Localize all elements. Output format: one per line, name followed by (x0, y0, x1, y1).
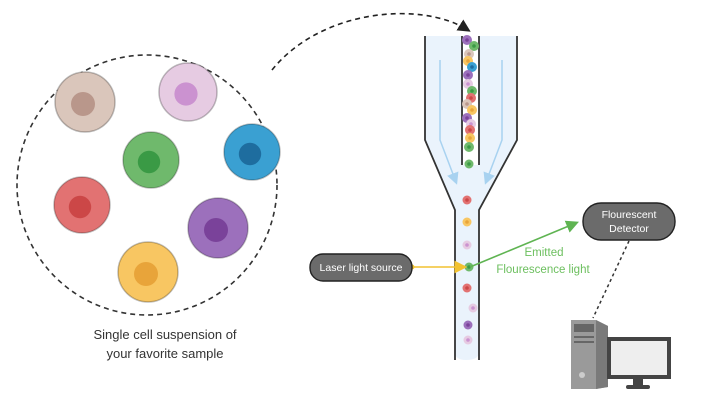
sample-caption-line1: Single cell suspension of (93, 327, 236, 342)
emission-arrow (469, 220, 579, 268)
cell-stream (462, 35, 479, 345)
detector-cable (592, 240, 630, 319)
cell-red (53, 176, 111, 234)
sample-caption-line2: your favorite sample (106, 346, 223, 361)
cell-lilac (158, 62, 218, 122)
emission-label-line2: Flourescence light (496, 264, 590, 276)
laser-light-source: Laser light source (309, 253, 413, 282)
detector-label-line2: Detector (609, 223, 649, 235)
cell-green (122, 131, 180, 189)
fluorescent-detector: Flourescent Detector (582, 202, 676, 241)
cell-group (53, 62, 281, 303)
sample-capillary (461, 36, 480, 165)
cell-yellow (117, 241, 179, 303)
cell-beige (54, 71, 116, 133)
sheath-flow-arrow (439, 60, 459, 185)
sheath-flow-arrow (483, 60, 503, 185)
emission-label-line1: Emitted (525, 247, 564, 259)
detector-label-line1: Flourescent (602, 209, 657, 221)
laser-label: Laser light source (320, 262, 403, 274)
cell-purple (187, 197, 249, 259)
cell-blue (223, 123, 281, 181)
sample-boundary (16, 54, 278, 316)
transfer-arrow (271, 12, 471, 71)
desktop-computer-icon (571, 320, 671, 389)
